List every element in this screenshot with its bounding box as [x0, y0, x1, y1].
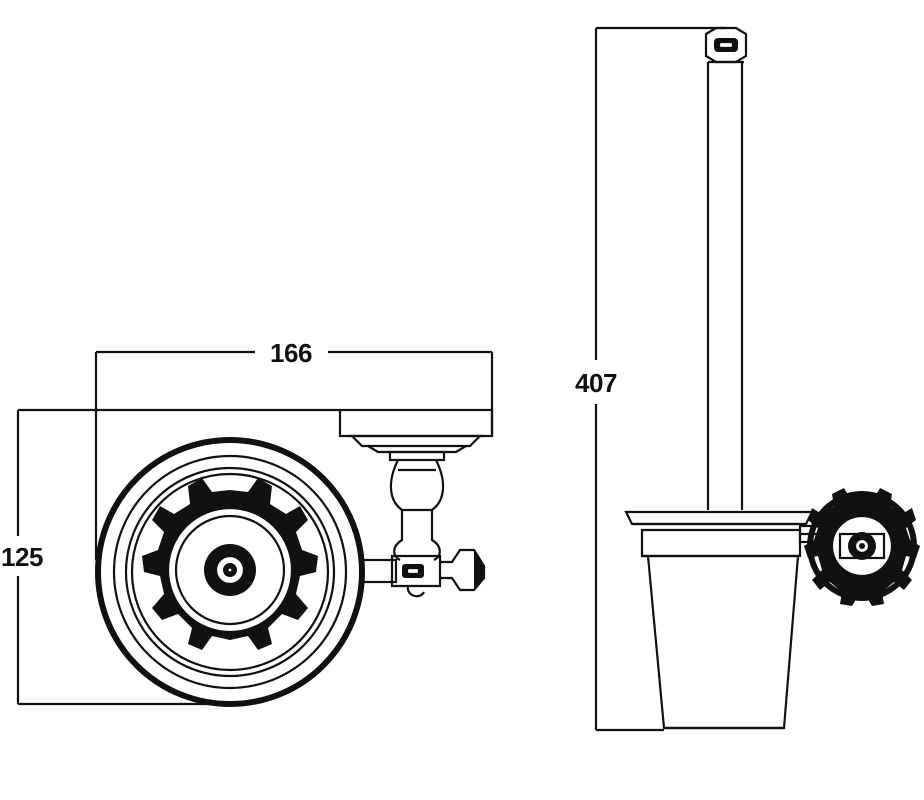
cup-rim [624, 510, 814, 558]
holder-neck [388, 450, 446, 561]
side-wall-plate [804, 488, 920, 606]
total-height-dimension: 407 [575, 26, 726, 732]
height-dimension: 125 [1, 408, 340, 706]
height-dimension-label: 125 [1, 542, 43, 572]
width-dimension: 166 [94, 338, 494, 560]
top-view: 166 125 [1, 338, 494, 707]
wall-plate [95, 437, 365, 707]
cup-body [646, 555, 800, 730]
holder-rim [338, 408, 494, 454]
total-height-label: 407 [575, 368, 617, 398]
brush-handle [706, 62, 744, 510]
holder-arm [360, 548, 486, 598]
width-dimension-label: 166 [270, 338, 312, 368]
brush-cap [704, 26, 748, 64]
side-view: 407 [575, 26, 920, 732]
